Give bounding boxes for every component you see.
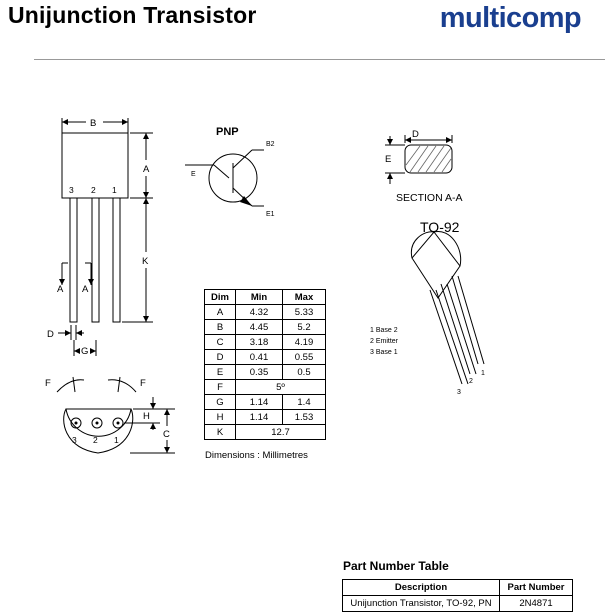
- dim-cell: G: [204, 394, 236, 410]
- dim-cell: D: [204, 349, 236, 365]
- dimensions-note: Dimensions : Millimetres: [205, 450, 308, 461]
- symbol-title: PNP: [216, 126, 239, 138]
- pin-legend-1: 1 Base 2: [370, 327, 398, 334]
- package-label: TO-92: [420, 219, 460, 235]
- dim-header-max: Max: [282, 289, 326, 305]
- dim-label-a: A: [143, 164, 150, 175]
- bottom-pin-number-2: 2: [93, 435, 98, 445]
- to92-body: [411, 231, 461, 299]
- value-cell: 5º: [235, 379, 326, 395]
- pn-part-number-cell: 2N4871: [499, 595, 573, 612]
- min-cell: 4.32: [235, 304, 283, 320]
- bottom-pin-number-3: 3: [72, 435, 77, 445]
- package-pin-number-3: 3: [457, 389, 461, 396]
- table-row: F 5º: [204, 379, 326, 395]
- table-row: D 0.41 0.55: [204, 349, 326, 365]
- min-cell: 1.14: [235, 394, 283, 410]
- table-row: C 3.18 4.19: [204, 334, 326, 350]
- table-row: Unijunction Transistor, TO-92, PN 2N4871: [342, 595, 573, 612]
- dim-label-d-section: D: [412, 129, 419, 140]
- dim-label-k: K: [142, 256, 149, 267]
- pin-number-2: 2: [91, 185, 96, 195]
- part-number-title: Part Number Table: [343, 559, 449, 573]
- symbol-label-e1: E1: [266, 211, 275, 218]
- package-pin-number-2: 2: [469, 378, 473, 385]
- section-label: SECTION A-A: [396, 192, 463, 204]
- pin-hole-2: [91, 417, 103, 429]
- pin-legend-2: 2 Emitter: [370, 338, 399, 345]
- dim-label-g: G: [81, 346, 88, 357]
- min-cell: 4.45: [235, 319, 283, 335]
- dim-cell: B: [204, 319, 236, 335]
- dim-cell: C: [204, 334, 236, 350]
- max-cell: 1.53: [282, 409, 326, 425]
- table-row: G 1.14 1.4: [204, 394, 326, 410]
- dimension-table: Dim Min Max A 4.32 5.33 B 4.45 5.2 C 3.1…: [204, 289, 326, 440]
- lead-3: [69, 197, 78, 323]
- dim-cell: H: [204, 409, 236, 425]
- document-title: Unijunction Transistor: [8, 2, 257, 28]
- table-row: B 4.45 5.2: [204, 319, 326, 335]
- max-cell: 0.55: [282, 349, 326, 365]
- bottom-view-outline: [65, 408, 132, 437]
- pin-number-1: 1: [112, 185, 117, 195]
- section-a-a-shape: [404, 144, 453, 174]
- min-cell: 1.14: [235, 409, 283, 425]
- table-row: A 4.32 5.33: [204, 304, 326, 320]
- symbol-label-b2: B2: [266, 141, 275, 148]
- dim-header-dim: Dim: [204, 289, 236, 305]
- max-cell: 4.19: [282, 334, 326, 350]
- pin-number-3: 3: [69, 185, 74, 195]
- pin-hole-3: [70, 417, 82, 429]
- section-label-a-right: A: [82, 284, 89, 295]
- symbol-label-e: E: [191, 171, 196, 178]
- table-row: E 0.35 0.5: [204, 364, 326, 380]
- min-cell: 0.35: [235, 364, 283, 380]
- dim-cell: F: [204, 379, 236, 395]
- transistor-symbol-circle: [208, 153, 258, 203]
- pn-header-description: Description: [342, 579, 500, 596]
- dim-label-b: B: [90, 118, 96, 129]
- dim-label-f-left: F: [45, 378, 51, 389]
- table-row: K 12.7: [204, 424, 326, 440]
- section-label-a-left: A: [57, 284, 64, 295]
- max-cell: 5.2: [282, 319, 326, 335]
- part-number-table: Description Part Number Unijunction Tran…: [342, 579, 573, 612]
- dim-label-e-section: E: [385, 154, 391, 165]
- dim-header-min: Min: [235, 289, 283, 305]
- pn-header-part-number: Part Number: [499, 579, 573, 596]
- dim-label-d: D: [47, 329, 54, 340]
- header-divider: [34, 59, 605, 60]
- min-cell: 0.41: [235, 349, 283, 365]
- package-pin-number-1: 1: [481, 370, 485, 377]
- lead-1: [112, 197, 121, 323]
- bottom-pin-number-1: 1: [114, 435, 119, 445]
- max-cell: 1.4: [282, 394, 326, 410]
- dim-cell: A: [204, 304, 236, 320]
- dim-cell: E: [204, 364, 236, 380]
- max-cell: 5.33: [282, 304, 326, 320]
- table-row: H 1.14 1.53: [204, 409, 326, 425]
- dim-cell: K: [204, 424, 236, 440]
- dim-label-f-right: F: [140, 378, 146, 389]
- pin-legend-3: 3 Base 1: [370, 349, 398, 356]
- brand-logo: multicomp: [439, 2, 582, 34]
- max-cell: 0.5: [282, 364, 326, 380]
- value-cell: 12.7: [235, 424, 326, 440]
- min-cell: 3.18: [235, 334, 283, 350]
- dim-label-c: C: [163, 429, 170, 440]
- pin-hole-1: [112, 417, 124, 429]
- lead-2: [91, 197, 100, 323]
- dim-label-h: H: [143, 411, 150, 422]
- pn-description-cell: Unijunction Transistor, TO-92, PN: [342, 595, 500, 612]
